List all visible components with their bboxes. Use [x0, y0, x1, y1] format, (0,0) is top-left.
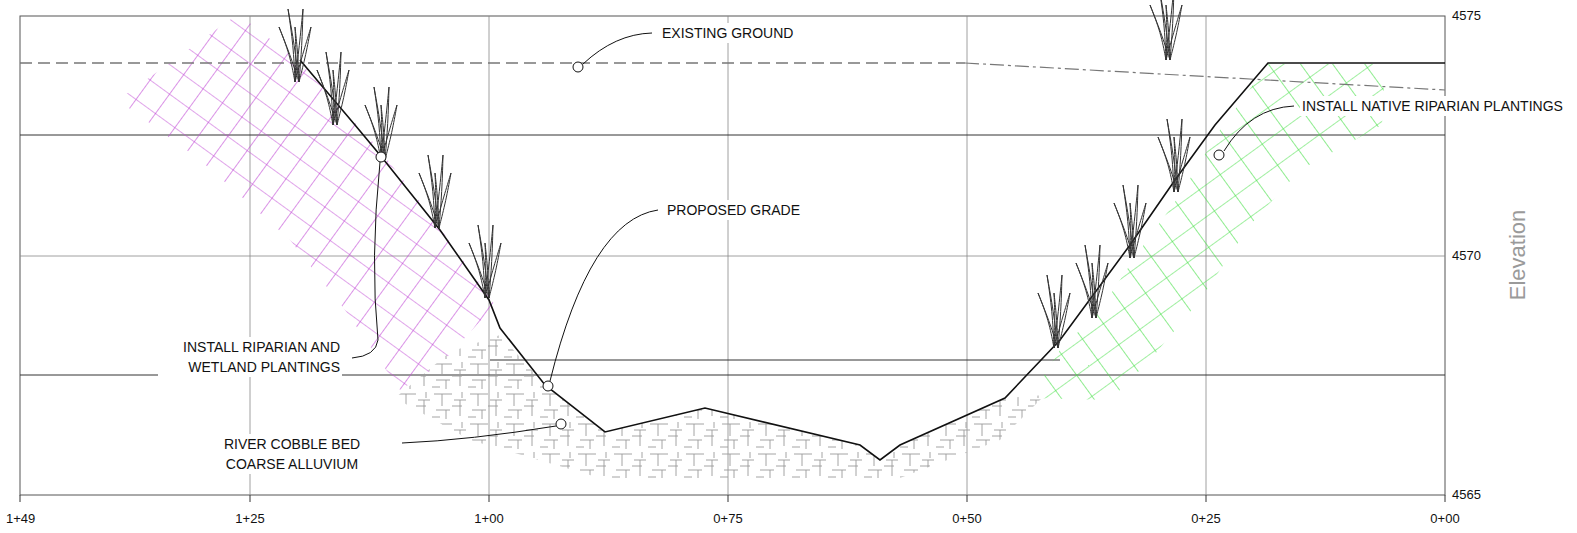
plant-blade	[326, 52, 337, 125]
leader-lines	[352, 33, 1294, 443]
elevation-value: 4565	[1450, 485, 1483, 505]
plant-blade	[288, 9, 299, 82]
plant-blade	[381, 105, 397, 160]
plant-blade	[295, 27, 311, 82]
plant-blade	[489, 225, 493, 298]
plant-blade	[485, 243, 501, 298]
existing-ground	[20, 62, 965, 63]
plant-blade	[1058, 275, 1062, 348]
plant-blade	[385, 87, 389, 160]
plant-blade	[299, 9, 303, 82]
plant-blade	[333, 70, 349, 125]
plant-blade	[1047, 275, 1058, 348]
station-value: 1+00	[472, 509, 505, 529]
plant-blade	[1166, 0, 1174, 60]
callout-label: INSTALL NATIVE RIPARIAN PLANTINGS	[1300, 96, 1565, 116]
plant-blade	[1167, 119, 1178, 192]
plant-blade	[1058, 293, 1070, 348]
plant-symbols	[279, 0, 1190, 348]
plant-blade	[478, 225, 489, 298]
station-value: 0+50	[950, 509, 983, 529]
plant-blade	[1096, 245, 1100, 318]
plant-blade	[337, 70, 349, 125]
plant-blade	[428, 155, 439, 228]
plant-blade	[1178, 137, 1190, 192]
plant-blade	[1054, 293, 1070, 348]
elevation-value: 4570	[1450, 246, 1483, 266]
plant-blade	[1178, 119, 1182, 192]
plant-blade	[439, 155, 443, 228]
plant-blade	[1174, 137, 1190, 192]
station-value: 0+75	[711, 509, 744, 529]
cobble-bed	[395, 335, 1045, 478]
callout-label: EXISTING GROUND	[660, 23, 795, 43]
plant-blade	[1092, 263, 1108, 318]
plant-blade	[1096, 263, 1108, 318]
existing-ground	[965, 63, 1445, 90]
station-value: 0+00	[1428, 509, 1461, 529]
wetland-planting-zone	[118, 14, 495, 390]
proposed-grade	[300, 60, 1445, 460]
plant-blade	[1170, 5, 1182, 60]
plant-blade	[299, 27, 311, 82]
station-value: 1+49	[4, 509, 37, 529]
plant-blade	[385, 105, 397, 160]
axis-title: Elevation	[1508, 208, 1528, 303]
plant-blade	[489, 243, 501, 298]
callout-label: PROPOSED GRADE	[665, 200, 802, 220]
plant-blade	[1123, 185, 1134, 258]
plant-blade	[1166, 5, 1182, 60]
plant-blade	[1130, 203, 1146, 258]
callout-label: RIVER COBBLE BED COARSE ALLUVIUM	[215, 434, 369, 474]
plant-blade	[374, 87, 385, 160]
plant-blade	[1085, 245, 1096, 318]
plant-blade	[1134, 203, 1146, 258]
plant-blade	[337, 52, 341, 125]
station-value: 0+25	[1189, 509, 1222, 529]
station-value: 1+25	[233, 509, 266, 529]
plant-blade	[439, 173, 451, 228]
plant-blade	[435, 173, 451, 228]
elevation-value: 4575	[1450, 6, 1483, 26]
plant-blade	[1134, 185, 1138, 258]
callout-label: INSTALL RIPARIAN AND WETLAND PLANTINGS	[158, 337, 342, 377]
